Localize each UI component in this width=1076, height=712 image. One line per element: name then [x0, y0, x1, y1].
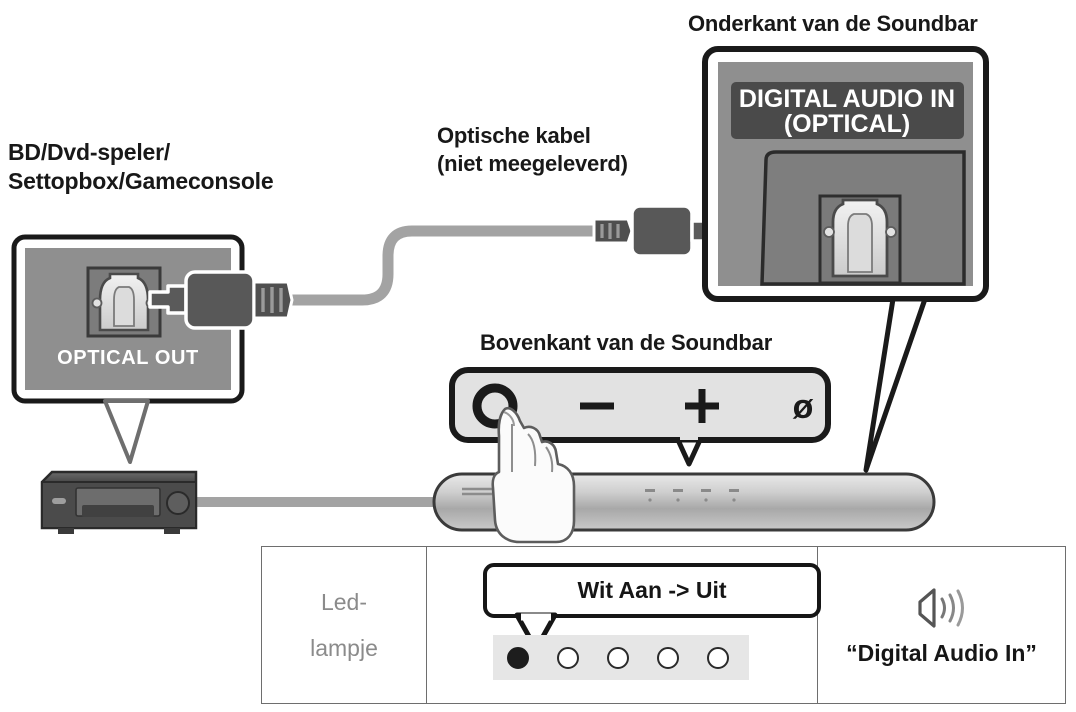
optical-plug-source-end: [148, 270, 294, 330]
led-label-line2: lampje: [310, 635, 378, 661]
soundbar-bottom-panel: DIGITAL AUDIO IN (OPTICAL): [702, 46, 989, 302]
status-table: Led- lampje Wit Aan -> Uit: [261, 546, 1066, 704]
led-indicator-1: [507, 646, 529, 669]
hand-pointing-finger-icon: [491, 406, 576, 544]
soundbar-control-glyphs: ø: [472, 383, 814, 429]
soundbar-led-indicators: [645, 489, 739, 502]
label-source-device: BD/Dvd-speler/ Settopbox/Gameconsole: [8, 139, 274, 195]
optical-cable: [286, 225, 606, 306]
led-indicator-5: [707, 646, 729, 669]
led-indicator-strip: [493, 635, 749, 680]
soundbar-port-label-line1: DIGITAL AUDIO IN: [739, 85, 955, 113]
power-button-icon[interactable]: [472, 383, 518, 429]
led-callout-text: Wit Aan -> Uit: [577, 577, 727, 603]
table-cell-led-state: Wit Aan -> Uit: [427, 547, 821, 703]
table-cell-led-label: Led- lampje: [262, 547, 427, 703]
led-indicator-4: [657, 646, 679, 669]
speaker-sound-waves-icon: [917, 587, 964, 628]
label-soundbar-top: Bovenkant van de Soundbar: [480, 330, 773, 355]
source-player-device: [40, 470, 198, 534]
optical-port-icon-source: [91, 272, 157, 332]
source-port-label: OPTICAL OUT: [57, 347, 199, 369]
table-cell-audio-message: “Digital Audio In”: [818, 547, 1065, 703]
audio-message-text: “Digital Audio In”: [846, 639, 1037, 666]
led-indicator-2: [557, 646, 579, 669]
optical-port-icon-soundbar: [818, 194, 902, 285]
soundbar-port-label-line2: (OPTICAL): [784, 110, 910, 138]
led-callout-bubble: Wit Aan -> Uit: [483, 563, 821, 618]
label-optical-cable: Optische kabel (niet meegeleverd): [437, 123, 628, 177]
soundbar-side-vent: [462, 487, 492, 496]
soundbar-top-panel[interactable]: [449, 367, 831, 467]
source-button-icon[interactable]: ø: [793, 388, 814, 426]
led-indicator-3: [607, 646, 629, 669]
source-panel-leader: [103, 399, 150, 464]
led-label-line1: Led-: [320, 589, 368, 615]
soundbar-bottom-panel-leader: [863, 296, 928, 473]
label-soundbar-bottom: Onderkant van de Soundbar: [688, 11, 978, 36]
volume-up-icon[interactable]: [685, 389, 719, 423]
